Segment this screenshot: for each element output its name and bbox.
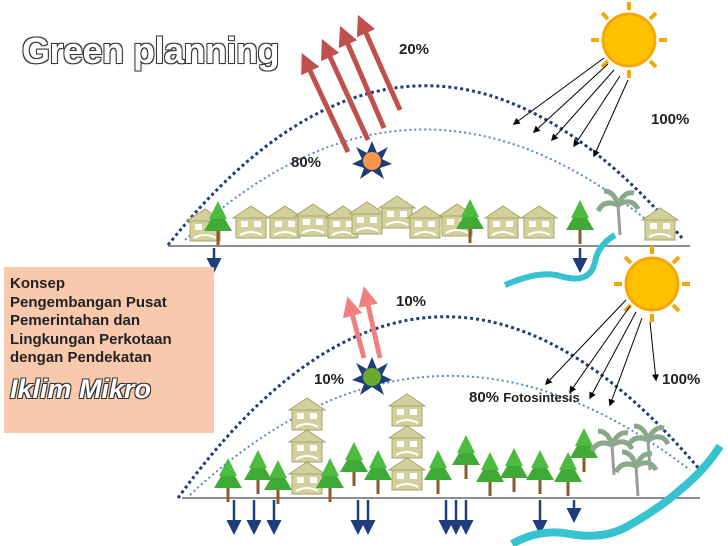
concept-line: dengan Pendekatan: [10, 349, 208, 368]
top-incoming-arrows: [514, 58, 628, 156]
concept-emphasis: Iklim Mikro: [10, 374, 208, 405]
bottom-reflected-label: 10%: [396, 293, 426, 310]
top-buildings: [187, 191, 678, 245]
concept-box: Konsep Pengembangan Pusat Pemerintahan d…: [4, 267, 214, 433]
page-title: Green planning: [22, 30, 279, 72]
bottom-trees: [214, 426, 668, 504]
river-icon: [505, 235, 615, 285]
bottom-incoming-label: 100%: [662, 371, 700, 388]
bottom-absorbed-label: 10%: [314, 371, 344, 388]
concept-line: Pengembangan Pusat: [10, 294, 208, 313]
top-incoming-label: 100%: [651, 111, 689, 128]
small-sun-icon: [352, 141, 392, 179]
sun-icon: [591, 2, 667, 78]
bottom-buildings: [289, 394, 425, 494]
sun-icon: [614, 246, 690, 322]
photosynthesis-value: 80% Fotosintesis: [469, 389, 580, 406]
top-reflected-label: 20%: [399, 41, 429, 58]
photosynthesis-percent: 80%: [469, 389, 499, 406]
photosynthesis-label: Fotosintesis: [503, 390, 580, 405]
top-absorbed-label: 80%: [291, 154, 321, 171]
bottom-reflected-arrows: [350, 296, 380, 358]
concept-line: Pemerintahan dan: [10, 312, 208, 331]
concept-line: Konsep: [10, 275, 208, 294]
bottom-panel: [178, 246, 720, 544]
small-sun-icon: [352, 357, 392, 395]
bottom-down-arrows: [234, 500, 574, 532]
concept-line: Lingkungan Perkotaan: [10, 331, 208, 350]
